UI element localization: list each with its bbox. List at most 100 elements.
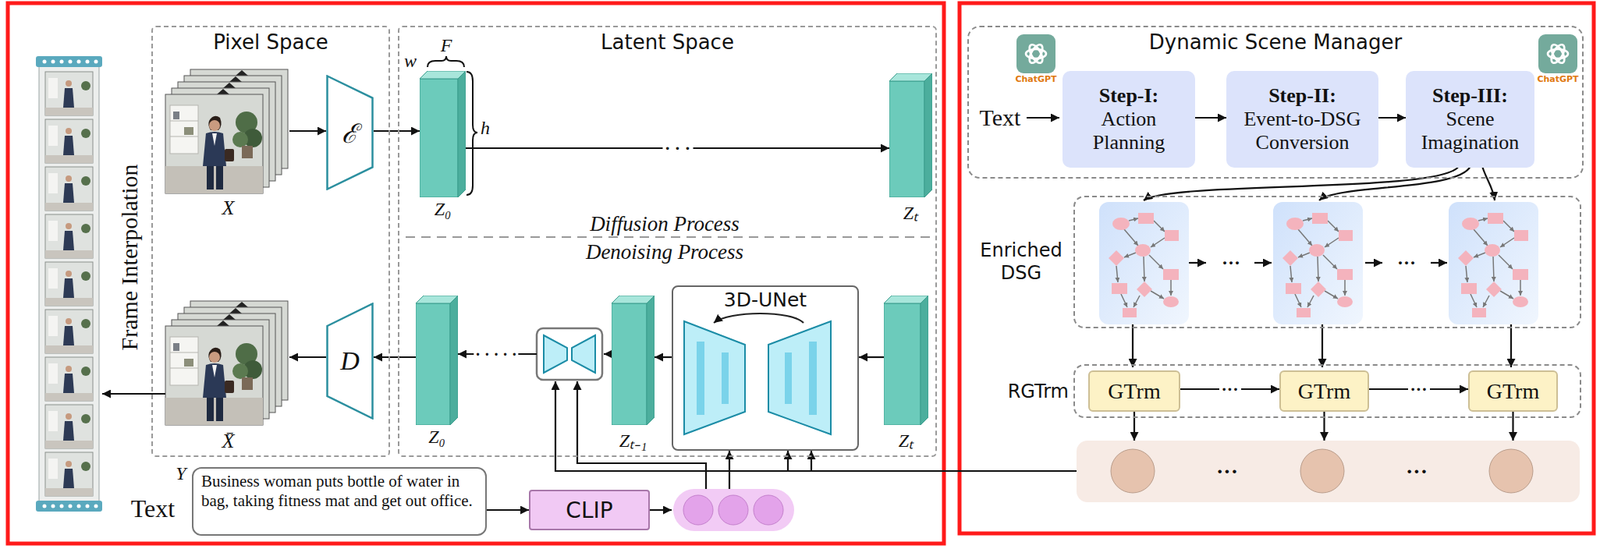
image-stack: X̄ [166, 302, 290, 429]
embedding-band [1076, 440, 1580, 503]
node-label: Zₜ [903, 198, 919, 225]
connector [1511, 411, 1514, 441]
label: ChatGPT [1014, 74, 1057, 85]
film-strip [35, 500, 103, 512]
film-strip [68, 504, 73, 509]
graph-panels [1099, 202, 1539, 325]
label: Frame Interpolation [116, 163, 143, 351]
edge-label: ··· [1218, 379, 1241, 400]
connector [1323, 411, 1325, 441]
node-label: Enriched DSG [972, 239, 1071, 285]
film-strip [45, 166, 93, 211]
clip-box: CLIP [528, 489, 650, 531]
connector [373, 356, 416, 359]
latent-cuboid: Z₀ [419, 70, 466, 198]
node-label: Latent Space [399, 30, 936, 54]
arrow-line [649, 509, 672, 511]
film-strip [35, 56, 103, 512]
node-label: X̄ [222, 429, 235, 454]
unet-art [684, 321, 746, 435]
unet-art [768, 321, 831, 435]
embedding-band: ······ [1076, 440, 1580, 503]
node-label: Scene Imagination [1411, 107, 1529, 155]
small-unet [536, 328, 603, 380]
unet-art [684, 313, 831, 435]
connector [373, 130, 420, 132]
node-label: Business woman puts bottle of water in b… [201, 471, 478, 511]
film-strip [42, 60, 47, 64]
label: · · · · · [473, 345, 518, 364]
film-strip [51, 504, 56, 509]
node-label: Event-to-DSG Conversion [1232, 107, 1373, 155]
film-strip [45, 262, 93, 306]
connector [1195, 117, 1227, 119]
node-label: GTrm [1298, 379, 1351, 405]
unet-box: 3D-UNet [671, 285, 859, 451]
node-label: Step-II: [1268, 84, 1337, 108]
gtrm-box: GTrm [1279, 370, 1370, 412]
gtrm-box: GTrm [1088, 370, 1181, 412]
label: Y [175, 463, 186, 485]
film-strip [85, 504, 90, 509]
image-stack-art [165, 69, 288, 426]
label: Denoising Process [585, 240, 744, 265]
graph-panels [1448, 202, 1539, 325]
film-strip [45, 452, 93, 497]
film-strip [42, 504, 47, 509]
graph-panels [1099, 202, 1189, 325]
film-strip [77, 60, 82, 64]
decoder-trapezoid: D [326, 302, 374, 420]
unet-art [784, 352, 792, 405]
embedding-band [1110, 449, 1155, 494]
dimension-brace [427, 56, 465, 68]
connector [289, 356, 327, 359]
red-frame [7, 3, 944, 544]
manager-region: Dynamic Scene ManagerStep-I:Action Plann… [967, 25, 1584, 179]
arrow-line [102, 393, 166, 395]
embedding-band [1489, 449, 1533, 494]
image-stack-art [165, 301, 288, 426]
latent-cuboid: Zₜ [889, 73, 933, 198]
film-strip [68, 60, 73, 64]
connector [654, 356, 672, 359]
arrow-line [1254, 262, 1272, 264]
cube-shape [611, 295, 655, 426]
edge-label: ··· [1407, 379, 1430, 400]
film-strip [94, 60, 99, 64]
text-prompt-box: Business woman puts bottle of water in b… [191, 467, 487, 536]
arrow-line [1321, 324, 1324, 368]
red-frame [959, 3, 1594, 534]
node-label: Zₜ₋₁ [619, 426, 648, 453]
node-label: ··· [1216, 459, 1239, 485]
image-stack-art [165, 69, 288, 194]
latent-cuboid: Zₜ₋₁ [611, 295, 655, 426]
arrow-line [1365, 262, 1383, 264]
node-label: D [340, 346, 360, 377]
node-label: X [222, 196, 235, 220]
label: ··· [1395, 252, 1418, 274]
unet-art [713, 313, 804, 323]
film-strip [35, 56, 103, 68]
film-strip [42, 60, 99, 509]
film-strip [45, 309, 93, 354]
label: ··· [1220, 252, 1242, 274]
graph-panels [1273, 202, 1363, 325]
node-label: 3D-UNet [673, 288, 858, 312]
chatgpt-icon [1016, 34, 1056, 74]
connector [1133, 411, 1136, 441]
embedding-band [1300, 449, 1345, 494]
arrow-line [1430, 262, 1448, 264]
label: w [404, 50, 417, 72]
latent-cuboid: Zₜ [883, 295, 929, 426]
node-label: GTrm [1107, 379, 1161, 405]
film-strip [94, 504, 99, 509]
film-strip [45, 214, 93, 259]
label: Diffusion Process [589, 212, 740, 237]
embedding-pill [718, 495, 749, 526]
embedding-pill [753, 495, 784, 526]
node-label: Dynamic Scene Manager [968, 30, 1583, 54]
label: ChatGPT [1536, 74, 1579, 85]
embedding-pill [673, 489, 795, 532]
node-label: Action Planning [1068, 107, 1189, 155]
film-strip [45, 357, 93, 401]
